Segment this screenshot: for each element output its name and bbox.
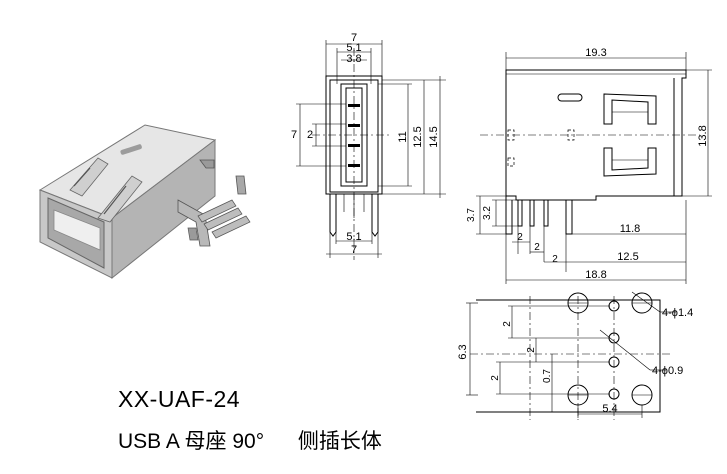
pcb-pitch-dim-3: 2 [490, 375, 501, 381]
product-description: USB A 母座 90° 侧插长体 [118, 425, 382, 455]
front-top-dim-2: 5.1 [346, 42, 361, 54]
front-left-dim-2: 2 [307, 129, 313, 141]
part-number: XX-UAF-24 [118, 386, 241, 412]
front-left-dim-1: 7 [291, 129, 297, 141]
pcb-pitch-dim-1: 2 [502, 321, 513, 327]
product-type: USB A 母座 90° [118, 430, 265, 453]
pcb-width-dim: 5.4 [602, 403, 617, 415]
front-view: 7 5.1 3.8 7 2 11 12.5 14.5 5.1 7 [291, 32, 446, 260]
side-pin-dim-5: 2 [552, 254, 558, 265]
side-view: 19.3 13.8 3.7 3.2 2 2 2 11.8 12.5 18.8 [466, 47, 712, 284]
small-hole-label: 4-ϕ0.9 [652, 365, 683, 377]
side-pin-dim-3: 2 [517, 232, 523, 243]
side-offset-dim-3: 18.8 [585, 269, 606, 281]
front-top-dim-1: 7 [351, 32, 357, 44]
side-height-dim: 13.8 [697, 125, 709, 146]
pcb-pitch-dim-4: 0.7 [542, 369, 553, 383]
side-pin-dim-1: 3.7 [466, 208, 477, 222]
pcb-layout: 4-ϕ1.4 4-ϕ0.9 6.3 2 2 2 0.7 5.4 [457, 291, 693, 420]
side-pin-dim-4: 2 [534, 242, 540, 253]
side-pin-dim-2: 3.2 [482, 206, 493, 220]
pcb-height-dim: 6.3 [457, 344, 469, 359]
side-offset-dim-1: 11.8 [620, 223, 641, 235]
side-length-dim: 19.3 [585, 47, 606, 59]
product-render [38, 124, 251, 280]
front-bottom-dim-2: 7 [351, 244, 357, 256]
front-right-dim-3: 14.5 [428, 126, 440, 147]
pcb-pitch-dim-2: 2 [526, 347, 537, 353]
large-hole-label: 4-ϕ1.4 [662, 307, 693, 319]
front-right-dim-1: 11 [397, 131, 409, 142]
mount-type: 侧插长体 [297, 430, 382, 453]
front-right-dim-2: 12.5 [412, 126, 424, 147]
front-top-dim-3: 3.8 [346, 53, 361, 65]
front-bottom-dim-1: 5.1 [346, 231, 361, 243]
side-offset-dim-2: 12.5 [617, 251, 638, 263]
